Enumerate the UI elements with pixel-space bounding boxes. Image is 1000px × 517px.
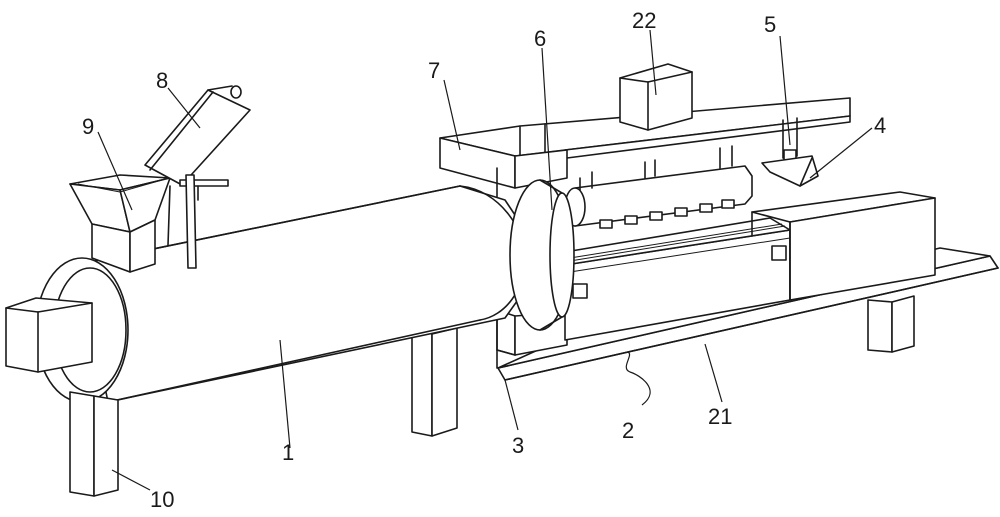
motor-block-22 <box>619 63 693 131</box>
label-3: 3 <box>512 433 524 458</box>
spray-manifold <box>564 145 753 229</box>
plate-8 <box>144 85 251 269</box>
label-4: 4 <box>874 113 886 138</box>
label-9: 9 <box>82 114 94 139</box>
support-leg-right <box>867 295 915 353</box>
dispenser-4 <box>761 117 819 187</box>
left-motor-block <box>5 297 93 373</box>
support-leg-middle <box>411 327 458 437</box>
label-22: 22 <box>632 8 656 33</box>
label-10: 10 <box>150 487 174 512</box>
label-6: 6 <box>534 26 546 51</box>
right-box <box>751 191 936 301</box>
label-8: 8 <box>156 68 168 93</box>
label-5: 5 <box>764 12 776 37</box>
leader-lines <box>97 29 873 491</box>
label-2: 2 <box>622 418 634 443</box>
reference-numerals: 1 2 3 4 5 6 7 8 9 10 21 22 <box>82 8 886 512</box>
label-1: 1 <box>282 440 294 465</box>
label-7: 7 <box>428 58 440 83</box>
flange-3 <box>509 179 575 331</box>
support-leg-left-10 <box>69 391 119 497</box>
label-21: 21 <box>708 404 732 429</box>
